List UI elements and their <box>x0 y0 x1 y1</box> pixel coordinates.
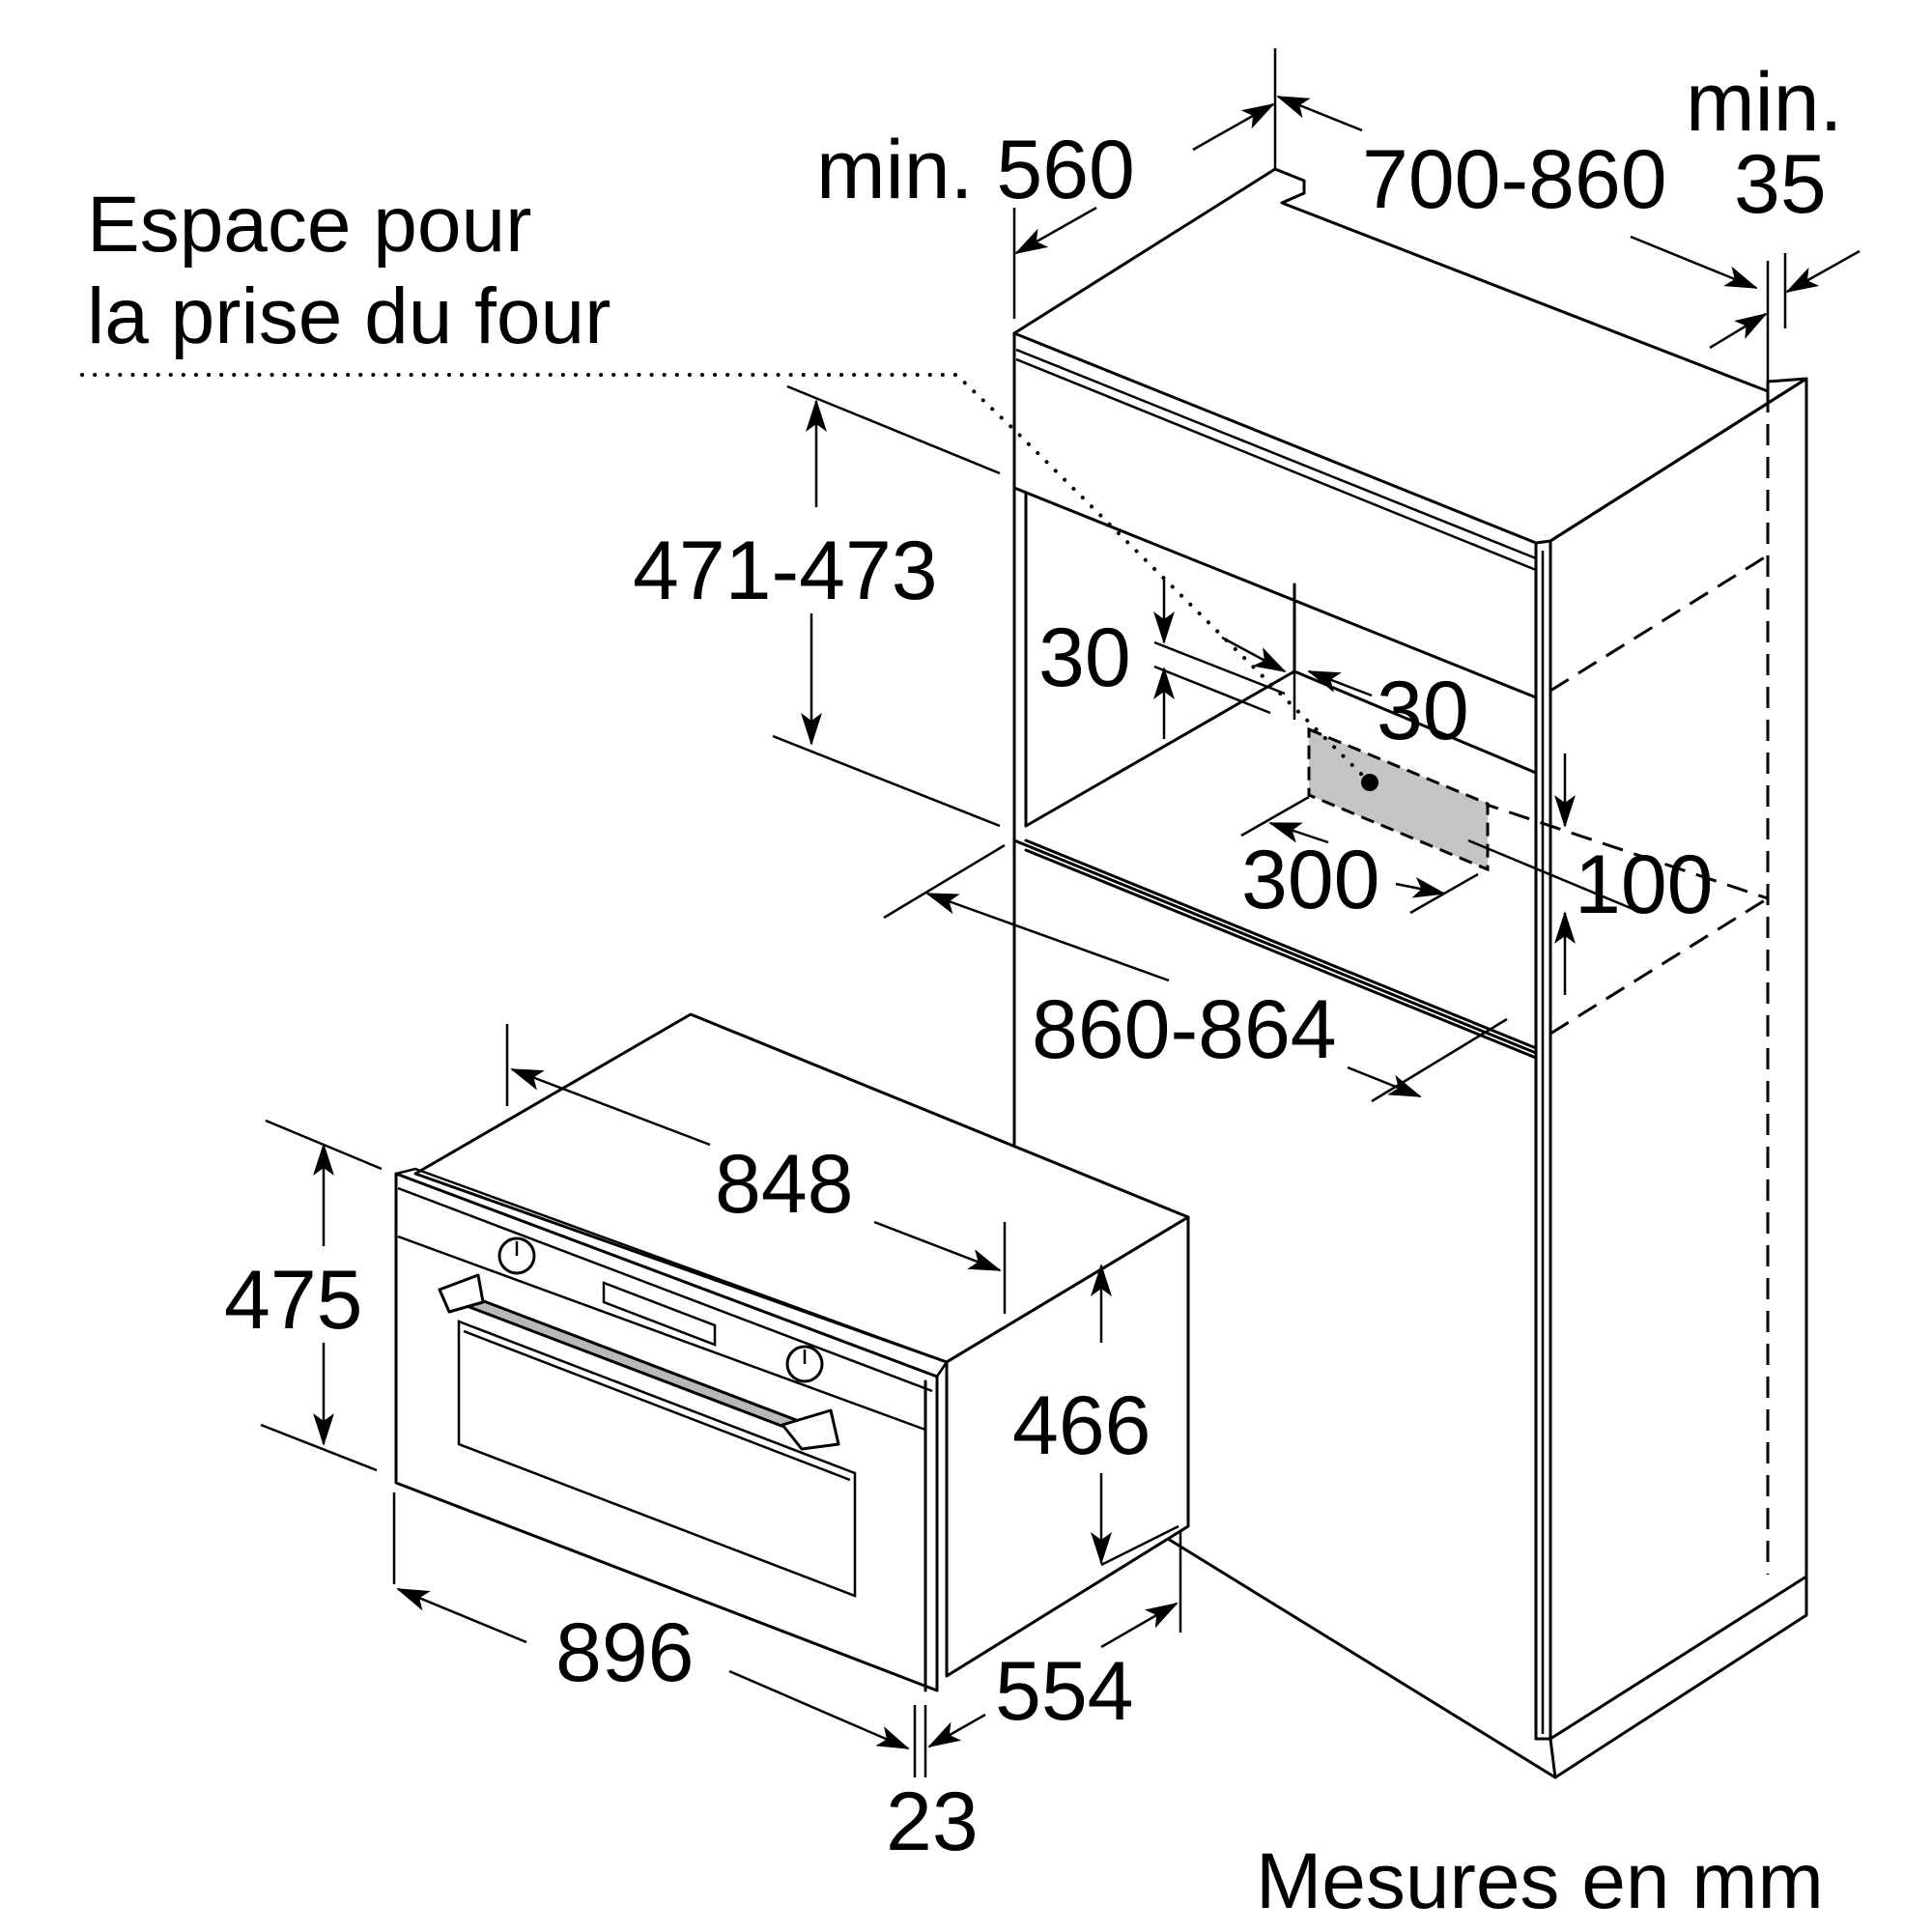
cabinet-depth-label: 700-860 <box>1362 133 1667 226</box>
niche-height-label: 471-473 <box>633 525 938 617</box>
oven <box>394 1012 1190 1692</box>
socket-offset-top-label: 30 <box>1038 611 1131 704</box>
socket-height-label: 100 <box>1575 838 1714 931</box>
socket-width-label: 300 <box>1241 834 1380 926</box>
oven-depth-label: 554 <box>995 1645 1134 1738</box>
niche-depth-min-label: min. 560 <box>816 124 1135 216</box>
cabinet <box>1012 167 1808 1779</box>
socket-point <box>1361 774 1378 791</box>
rear-gap-min-line1: min. <box>1686 56 1842 149</box>
rear-gap-min-line2: 35 <box>1734 138 1827 231</box>
socket-offset-side-label: 30 <box>1377 665 1469 757</box>
units-note: Mesures en mm <box>1256 1837 1824 1925</box>
oven-body-width-label: 848 <box>715 1138 854 1231</box>
caption-line1: Espace pour <box>87 181 531 269</box>
oven-body-height-label: 466 <box>1012 1379 1151 1472</box>
oven-front-width-label: 896 <box>555 1606 695 1699</box>
niche-width-label: 860-864 <box>1032 983 1337 1076</box>
front-panel-thickness-label: 23 <box>886 1776 979 1868</box>
oven-front-height-label: 475 <box>224 1254 363 1347</box>
dimension-lines <box>260 48 1861 1777</box>
caption-line2: la prise du four <box>87 272 611 360</box>
